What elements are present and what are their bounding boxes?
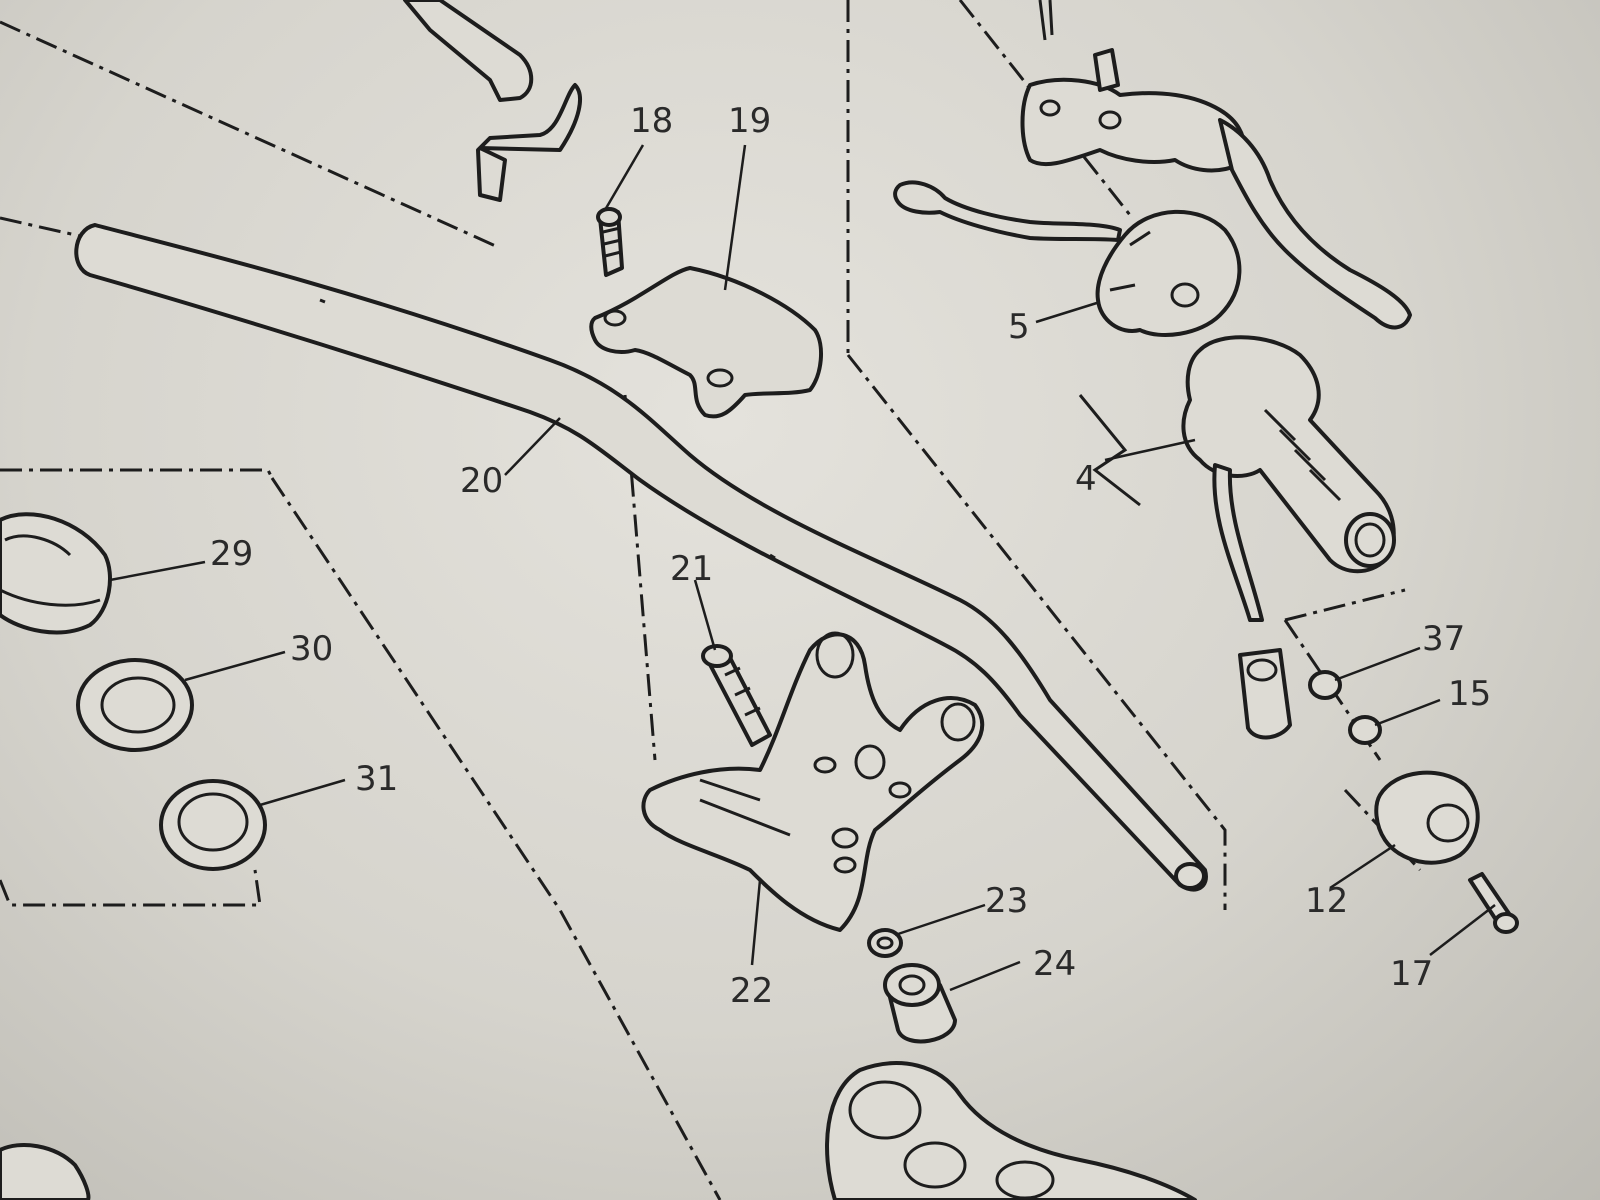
callout-5: 5 bbox=[1008, 307, 1030, 347]
callout-21: 21 bbox=[670, 549, 713, 589]
callout-4: 4 bbox=[1075, 459, 1097, 499]
throttle-grip-assembly bbox=[1181, 335, 1396, 622]
riser-bolt bbox=[701, 644, 772, 747]
callout-19: 19 bbox=[728, 101, 771, 141]
small-washer bbox=[867, 928, 903, 958]
flat-washer bbox=[76, 658, 194, 752]
upper-left-bracket bbox=[403, 0, 582, 202]
rubber-bushing bbox=[883, 963, 957, 1044]
clutch-master-cylinder bbox=[1020, 0, 1247, 173]
lower-riser-holder bbox=[641, 631, 985, 932]
leader-lines bbox=[109, 144, 1496, 992]
lower-left-part bbox=[0, 1143, 91, 1200]
upper-clamp-bracket bbox=[589, 266, 823, 419]
callout-18: 18 bbox=[630, 101, 673, 141]
callout-22: 22 bbox=[730, 971, 773, 1011]
callout-17: 17 bbox=[1390, 954, 1433, 994]
clamp-bolt bbox=[596, 207, 624, 277]
callout-29: 29 bbox=[210, 534, 253, 574]
boundary-lines bbox=[0, 0, 1422, 1200]
bar-end-bolt bbox=[1468, 872, 1519, 934]
bar-end-spacer bbox=[1348, 715, 1382, 745]
handlebar-tube bbox=[74, 223, 1208, 892]
callout-37: 37 bbox=[1422, 619, 1465, 659]
rubber-seal bbox=[159, 779, 267, 871]
clutch-lever bbox=[1218, 118, 1412, 330]
handlebar-switch bbox=[1095, 209, 1242, 337]
callout-labels: 18 19 5 20 4 29 21 30 37 15 31 23 12 24 … bbox=[210, 101, 1491, 1011]
callout-24: 24 bbox=[1033, 944, 1076, 984]
bar-end-weight bbox=[1374, 770, 1480, 865]
switch-wire bbox=[893, 180, 1122, 242]
callout-30: 30 bbox=[290, 629, 333, 669]
callout-12: 12 bbox=[1305, 881, 1348, 921]
lower-triple-clamp bbox=[825, 1061, 1197, 1200]
switch-housing bbox=[0, 512, 112, 635]
callout-23: 23 bbox=[985, 881, 1028, 921]
connector-plug bbox=[1238, 648, 1292, 740]
callout-15: 15 bbox=[1448, 674, 1491, 714]
callout-31: 31 bbox=[355, 759, 398, 799]
bar-end-collar bbox=[1308, 670, 1342, 700]
callout-20: 20 bbox=[460, 461, 503, 501]
